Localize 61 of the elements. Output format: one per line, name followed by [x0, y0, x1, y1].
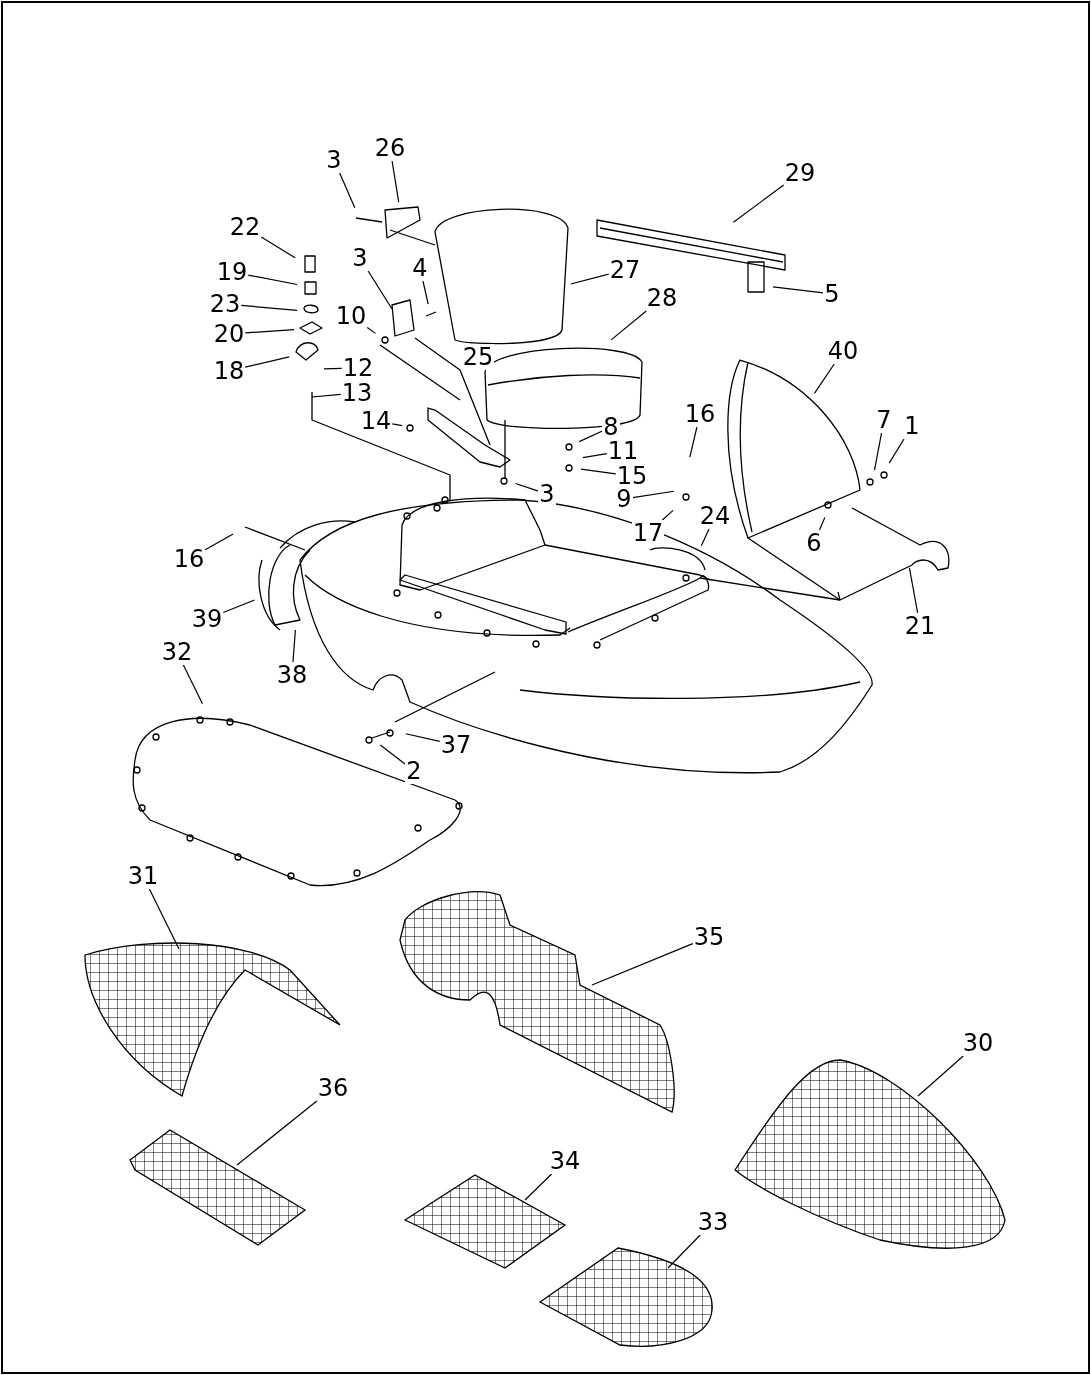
leader-line	[391, 160, 400, 203]
leader-line	[182, 664, 204, 705]
callout-number: 25	[461, 344, 495, 370]
leader-line	[661, 509, 674, 521]
callout-number: 3	[351, 245, 369, 271]
leader-line	[524, 1173, 553, 1201]
callout-number: 33	[696, 1209, 730, 1235]
leader-line	[367, 270, 393, 310]
leader-line	[772, 286, 824, 294]
leader-line	[366, 326, 377, 334]
leader-line	[632, 490, 675, 499]
leader-line	[732, 184, 785, 223]
floor-mat-drawing	[129, 1129, 307, 1246]
leader-line	[667, 1234, 701, 1269]
callout-number: 1	[903, 413, 921, 439]
leader-line	[247, 274, 298, 286]
floor-mat-drawing	[734, 1059, 1006, 1249]
callout-number: 24	[698, 503, 732, 529]
callout-number: 28	[645, 285, 679, 311]
leader-line	[244, 356, 290, 368]
leader-line	[422, 280, 429, 305]
callout-number: 34	[548, 1148, 582, 1174]
leader-line	[908, 567, 919, 614]
leader-line	[292, 629, 296, 663]
leader-line	[260, 236, 296, 259]
leader-line	[323, 367, 343, 370]
callout-number: 4	[411, 255, 429, 281]
leader-line	[515, 482, 539, 492]
leader-line	[244, 328, 295, 334]
leader-line	[578, 430, 603, 443]
floor-mat-drawing	[539, 1247, 713, 1347]
leader-line	[689, 426, 698, 458]
leader-line	[570, 273, 610, 285]
leader-line	[888, 438, 905, 464]
leader-line	[610, 310, 647, 341]
callout-number: 2	[405, 758, 423, 784]
callout-number: 30	[961, 1030, 995, 1056]
leader-line	[148, 888, 180, 950]
leader-line	[405, 733, 441, 742]
leader-line	[873, 432, 883, 471]
floor-mat-drawing	[399, 891, 675, 1113]
leader-line	[700, 528, 710, 547]
leader-line	[591, 943, 694, 986]
leader-line	[580, 468, 617, 475]
leader-line	[582, 453, 608, 459]
leader-line	[818, 516, 826, 531]
leader-line	[917, 1055, 964, 1097]
leader-line	[813, 363, 835, 394]
leader-line	[204, 533, 234, 551]
leader-line	[339, 172, 356, 209]
callout-number: 40	[826, 338, 860, 364]
leader-line	[240, 304, 298, 311]
leader-line	[391, 423, 403, 427]
leader-line	[379, 744, 406, 765]
callout-number: 31	[126, 863, 160, 889]
leader-line	[222, 599, 256, 614]
leader-line	[311, 393, 342, 398]
leader-line	[236, 1100, 318, 1166]
callout-number: 3	[325, 147, 343, 173]
floor-mat-drawing	[403, 1174, 567, 1269]
callout-number: 3	[538, 481, 556, 507]
